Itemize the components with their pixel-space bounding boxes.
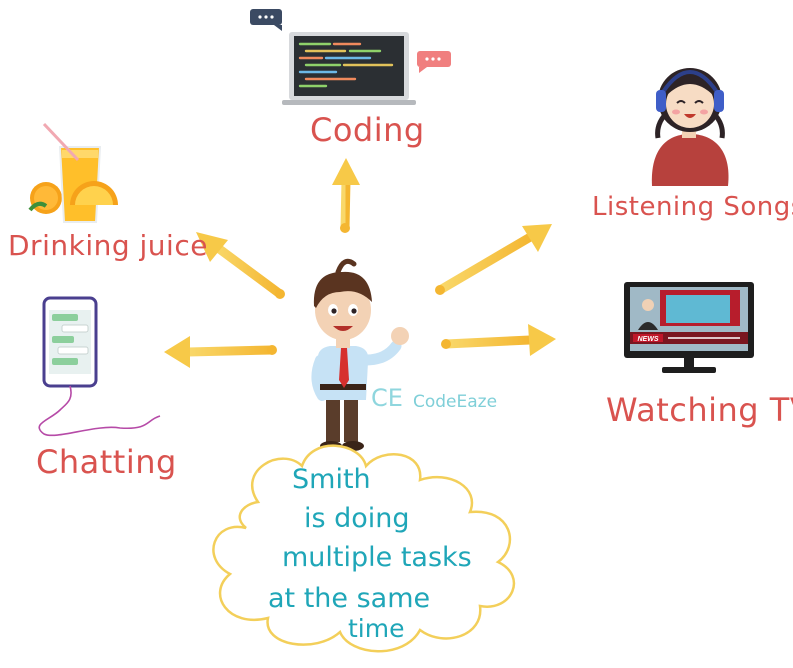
thought-cloud (212, 444, 516, 653)
chat-bubble-icon (417, 51, 451, 73)
label-coding: Coding (310, 111, 425, 149)
arrow-to-listening-songs (435, 224, 552, 295)
label-listening-songs: Listening Songs (592, 192, 793, 222)
cloud-line-3: multiple tasks (282, 542, 472, 573)
arrow-to-coding (332, 158, 360, 233)
label-drinking-juice: Drinking juice (8, 229, 208, 262)
brand-name: CodeEaze (413, 392, 498, 412)
cloud-line-1: Smith (292, 464, 371, 495)
phone-icon (38, 296, 161, 437)
chat-bubble-icon (250, 9, 282, 31)
label-chatting: Chatting (36, 443, 177, 481)
news-badge: NEWS (638, 336, 659, 343)
arrow-to-watching-tv (441, 324, 556, 356)
cloud-line-5: time (348, 614, 405, 643)
cloud-line-2: is doing (304, 503, 410, 534)
smith-character (311, 258, 409, 451)
label-watching-tv: Watching TV (606, 391, 793, 429)
arrow-to-chatting (164, 336, 277, 368)
laptop-icon (282, 32, 416, 105)
arrow-to-drinking-juice (196, 232, 285, 299)
codeeaze-logo: CE (371, 384, 403, 412)
juice-icon (28, 122, 118, 223)
brand-logo-mark: CE (371, 384, 403, 412)
tv-icon: NEWS (624, 282, 754, 373)
cloud-line-4: at the same (268, 583, 431, 614)
girl-with-headphones-icon (651, 68, 729, 186)
